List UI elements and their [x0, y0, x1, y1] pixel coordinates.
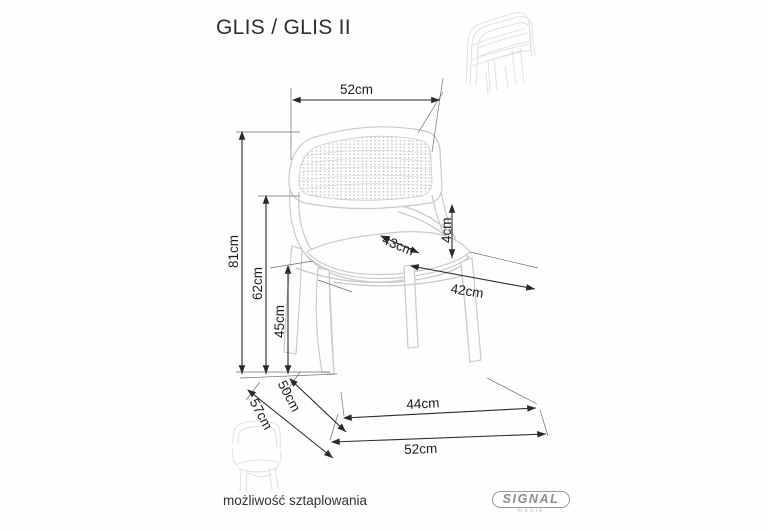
dim-label-base-44: 44cm [406, 395, 440, 412]
dimension-lines [238, 96, 547, 459]
dim-label-gap-4: 4cm [439, 217, 454, 243]
logo-subtitle: meble [517, 508, 545, 514]
dim-label-seat-45: 45cm [272, 304, 287, 338]
stacked-chairs-thumbnail [465, 12, 536, 95]
dim-label-top-52: 52cm [340, 82, 374, 97]
logo-wordmark: SIGNAL [502, 492, 560, 506]
dimline-base-52 [330, 431, 547, 446]
dim-label-back-62: 62cm [250, 266, 265, 300]
dimline-seatwidth-42 [409, 264, 536, 291]
logo-pill-shape [492, 491, 570, 508]
single-chair-thumbnail [232, 420, 282, 493]
dim-label-base-52: 52cm [404, 440, 438, 457]
main-chair-drawing [283, 126, 482, 375]
dimline-base-44 [342, 405, 537, 421]
dimline-depth-57 [247, 389, 334, 459]
signal-logo: SIGNAL meble [492, 491, 574, 521]
page-title: GLIS / GLIS II [216, 16, 351, 39]
dimline-depth-43 [379, 235, 420, 254]
stacking-caption: możliwość sztaplowania [223, 493, 368, 508]
dim-label-height-81: 81cm [226, 234, 241, 268]
